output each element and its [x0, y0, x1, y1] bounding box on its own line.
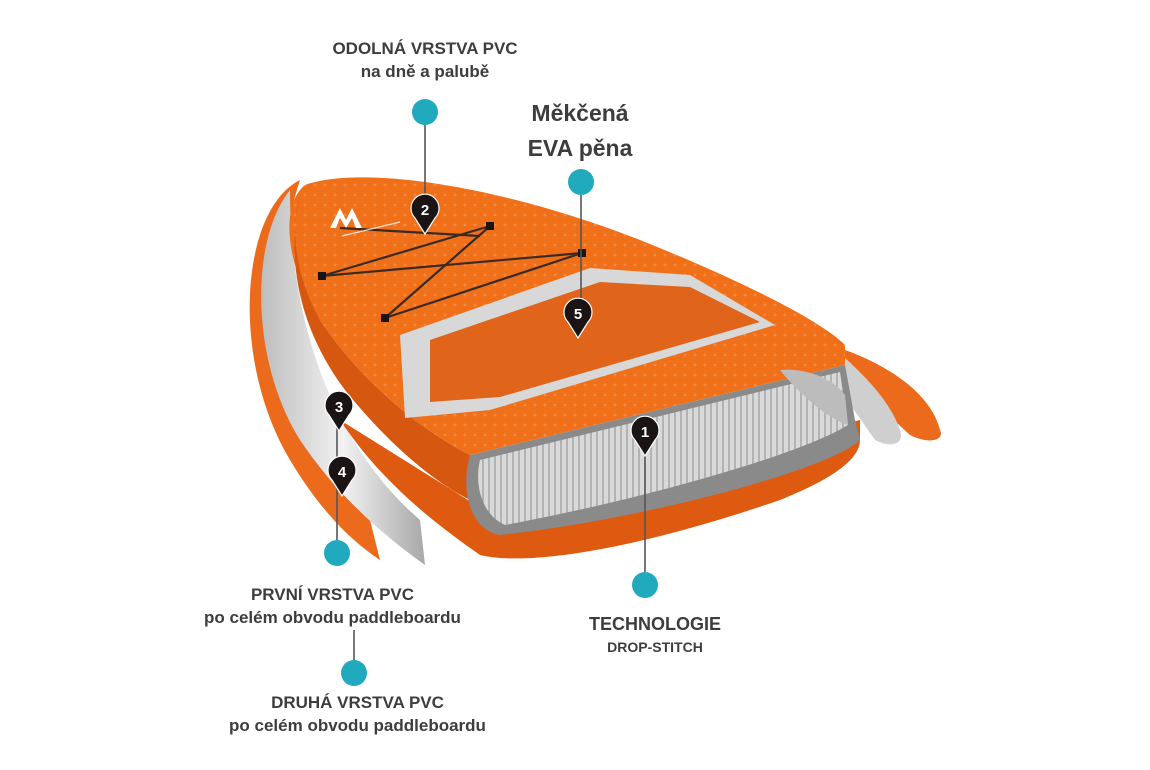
- map-pin-icon-2: 2: [410, 193, 440, 236]
- side-rail: [294, 195, 470, 500]
- bungee-anchors: [318, 222, 586, 322]
- first-pvc-layer-right: [830, 345, 901, 445]
- pin-number-3: 3: [335, 399, 343, 416]
- map-pin-icon-1: 1: [630, 415, 660, 458]
- label-pvc-deck-title: ODOLNÁ VRSTVA PVC: [332, 39, 518, 58]
- pin-number-5: 5: [574, 306, 582, 323]
- bottom-shell: [340, 420, 860, 559]
- aqua-marina-logo: [330, 208, 401, 237]
- marker-first-pvc: [324, 540, 350, 566]
- label-second-pvc: DRUHÁ VRSTVA PVC po celém obvodu paddleb…: [185, 692, 530, 738]
- label-eva-foam-line2: EVA pěna: [527, 134, 633, 161]
- label-drop-stitch: TECHNOLOGIE DROP-STITCH: [560, 612, 750, 657]
- marker-pvc-deck: [412, 99, 438, 125]
- second-pvc-layer-right: [830, 345, 941, 441]
- dropstitch-tube-inner: [780, 369, 848, 425]
- label-eva-foam: Měkčená EVA pěna: [480, 96, 680, 165]
- map-pin-icon-5: 5: [563, 297, 593, 340]
- label-eva-foam-line1: Měkčená: [531, 100, 629, 126]
- label-pvc-deck-subtitle: na dně a palubě: [360, 61, 490, 81]
- map-pin-icon-4: 4: [327, 455, 357, 498]
- label-first-pvc-title: PRVNÍ VRSTVA PVC: [250, 585, 415, 604]
- bungee-cords: [321, 224, 583, 320]
- label-drop-stitch-subtitle: DROP-STITCH: [607, 639, 703, 656]
- label-second-pvc-title: DRUHÁ VRSTVA PVC: [271, 693, 444, 712]
- label-first-pvc: PRVNÍ VRSTVA PVC po celém obvodu paddleb…: [160, 584, 505, 630]
- label-pvc-deck: ODOLNÁ VRSTVA PVC na dně a palubě: [290, 38, 560, 84]
- map-pin-icon-3: 3: [324, 390, 354, 433]
- dropstitch-fibers: [478, 372, 848, 525]
- label-first-pvc-subtitle: po celém obvodu paddleboardu: [204, 607, 461, 627]
- marker-dropstitch: [632, 572, 658, 598]
- marker-eva: [568, 169, 594, 195]
- pin-number-4: 4: [338, 464, 347, 481]
- label-drop-stitch-title: TECHNOLOGIE: [588, 614, 721, 634]
- marker-second-pvc: [341, 660, 367, 686]
- label-second-pvc-subtitle: po celém obvodu paddleboardu: [229, 715, 486, 735]
- pin-number-2: 2: [421, 202, 429, 219]
- pin-number-1: 1: [641, 424, 649, 441]
- eva-pad: [430, 282, 760, 402]
- teal-dot-markers: [324, 99, 658, 686]
